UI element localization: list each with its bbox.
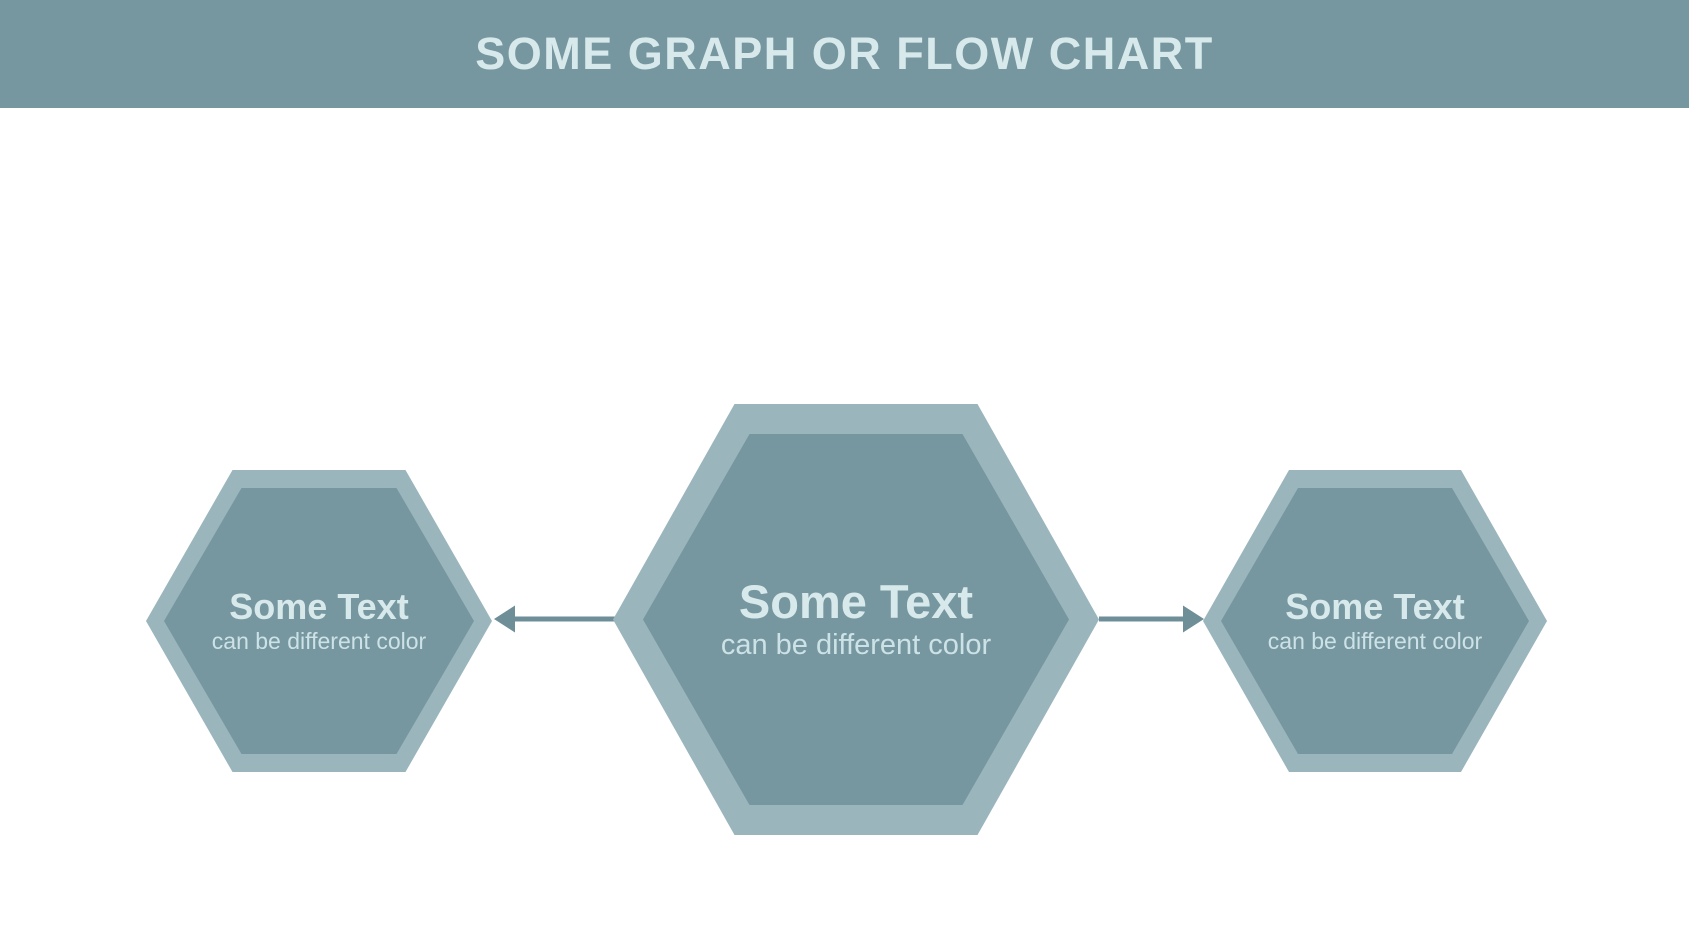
arrow-right-head-icon <box>1183 605 1204 633</box>
node-title: Some Text <box>738 575 974 629</box>
node-subtitle: can be different color <box>211 627 427 654</box>
hexagon-node-left-inner: Some Text can be different color <box>164 488 474 754</box>
title-bar: SOME GRAPH OR FLOW CHART <box>0 0 1689 108</box>
hexagon-node-center-inner: Some Text can be different color <box>643 434 1069 805</box>
arrow-left-head-icon <box>494 605 515 633</box>
node-subtitle: can be different color <box>1267 627 1483 654</box>
diagram-canvas: Some Text can be different color Some Te… <box>0 108 1689 951</box>
hexagon-node-right-inner: Some Text can be different color <box>1221 488 1529 754</box>
node-title: Some Text <box>229 585 409 627</box>
hexagon-node-center: Some Text can be different color <box>613 404 1099 835</box>
arrow-right <box>1099 605 1204 633</box>
node-title: Some Text <box>1285 585 1465 627</box>
page-title: SOME GRAPH OR FLOW CHART <box>475 28 1214 79</box>
node-subtitle: can be different color <box>720 628 992 661</box>
arrow-left <box>494 605 616 633</box>
hexagon-node-left: Some Text can be different color <box>146 470 492 772</box>
hexagon-node-right: Some Text can be different color <box>1203 470 1547 772</box>
